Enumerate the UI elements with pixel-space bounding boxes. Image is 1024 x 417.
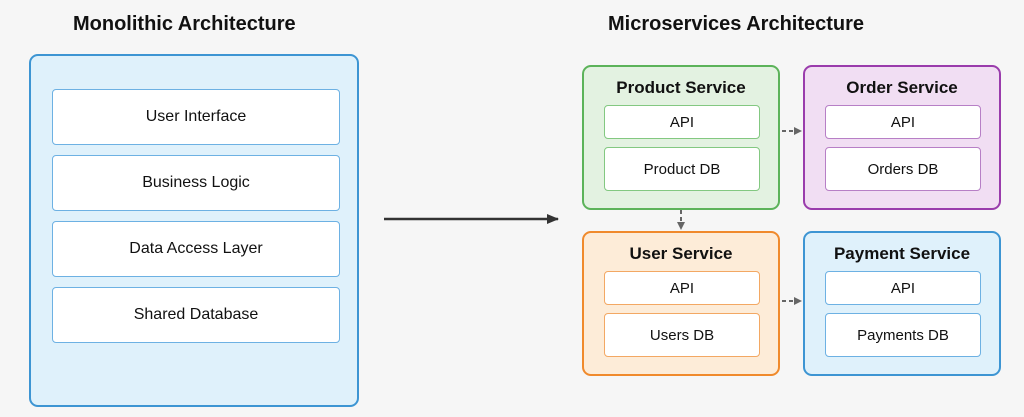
layer-data-access: Data Access Layer [52,221,340,277]
user-db-box: Users DB [604,313,760,357]
product-db-box: Product DB [604,147,760,191]
user-api-box: API [604,271,760,305]
microservices-title: Microservices Architecture [608,13,865,35]
product-service-box: Product Service API Product DB [582,65,780,210]
monolith-title: Monolithic Architecture [73,13,296,35]
layer-user-interface: User Interface [52,89,340,145]
product-service-title: Product Service [616,78,746,97]
order-service-box: Order Service API Orders DB [803,65,1001,210]
layer-shared-database: Shared Database [52,287,340,343]
payment-service-box: Payment Service API Payments DB [803,231,1001,376]
user-service-title: User Service [629,244,733,263]
user-service-box: User Service API Users DB [582,231,780,376]
order-service-title: Order Service [846,78,958,97]
monolith-container: User Interface Business Logic Data Acces… [29,54,359,407]
order-db-box: Orders DB [825,147,981,191]
order-api-box: API [825,105,981,139]
payment-db-box: Payments DB [825,313,981,357]
payment-service-title: Payment Service [833,244,971,263]
payment-api-box: API [825,271,981,305]
product-api-box: API [604,105,760,139]
layer-business-logic: Business Logic [52,155,340,211]
